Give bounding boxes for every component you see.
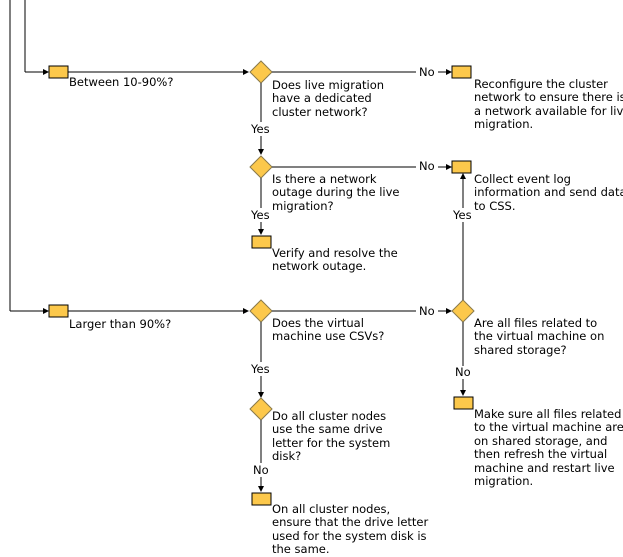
a4-box bbox=[453, 396, 474, 410]
a2-box bbox=[451, 160, 472, 174]
action-a2: Collect event log information and send d… bbox=[474, 172, 623, 213]
edge-label-q5-no: No bbox=[455, 365, 471, 379]
arrowhead bbox=[43, 69, 49, 75]
edge-label-q5-yes: Yes bbox=[453, 208, 472, 222]
arrowhead bbox=[446, 308, 452, 314]
arrowhead bbox=[446, 69, 452, 75]
arrowhead bbox=[258, 486, 264, 492]
arrowhead bbox=[258, 392, 264, 398]
condition-larger-label: Larger than 90%? bbox=[69, 317, 172, 331]
question-q1: Does live migration have a dedicated clu… bbox=[272, 78, 385, 119]
arrowhead bbox=[243, 69, 249, 75]
edge-label-q3-no: No bbox=[419, 304, 435, 318]
question-q5: Are all files related to the virtual mac… bbox=[474, 316, 605, 357]
edge-label-q1-no: No bbox=[419, 65, 435, 79]
q4-diamond bbox=[249, 397, 273, 421]
edge-label-q4-no: No bbox=[253, 463, 269, 477]
between-box bbox=[48, 65, 69, 79]
arrowhead bbox=[460, 173, 466, 179]
edge-label-q2-no: No bbox=[419, 159, 435, 173]
question-q3: Does the virtual machine use CSVs? bbox=[272, 316, 385, 344]
condition-between-label: Between 10-90%? bbox=[69, 75, 174, 89]
a1-box bbox=[451, 65, 472, 79]
q2-diamond bbox=[249, 155, 273, 179]
arrowhead bbox=[243, 308, 249, 314]
arrowhead bbox=[258, 229, 264, 235]
action-a1: Reconfigure the cluster network to ensur… bbox=[474, 77, 623, 132]
a5-box bbox=[251, 492, 272, 506]
edge-label-q3-yes: Yes bbox=[251, 362, 270, 376]
action-a4: Make sure all files related to the virtu… bbox=[474, 407, 623, 489]
action-a5: On all cluster nodes, ensure that the dr… bbox=[272, 502, 429, 557]
q1-diamond bbox=[249, 60, 273, 84]
arrowhead bbox=[460, 390, 466, 396]
a3-box bbox=[251, 235, 272, 249]
arrowhead bbox=[43, 308, 49, 314]
larger-box bbox=[48, 304, 69, 318]
action-a3: Verify and resolve the network outage. bbox=[272, 246, 398, 274]
edge-label-q2-yes: Yes bbox=[251, 208, 270, 222]
edge-label-q1-yes: Yes bbox=[251, 122, 270, 136]
arrowhead bbox=[258, 149, 264, 155]
q5-diamond bbox=[451, 299, 475, 323]
question-q4: Do all cluster nodes use the same drive … bbox=[272, 409, 391, 464]
arrowhead bbox=[446, 164, 452, 170]
q3-diamond bbox=[249, 299, 273, 323]
question-q2: Is there a network outage during the liv… bbox=[272, 172, 400, 213]
